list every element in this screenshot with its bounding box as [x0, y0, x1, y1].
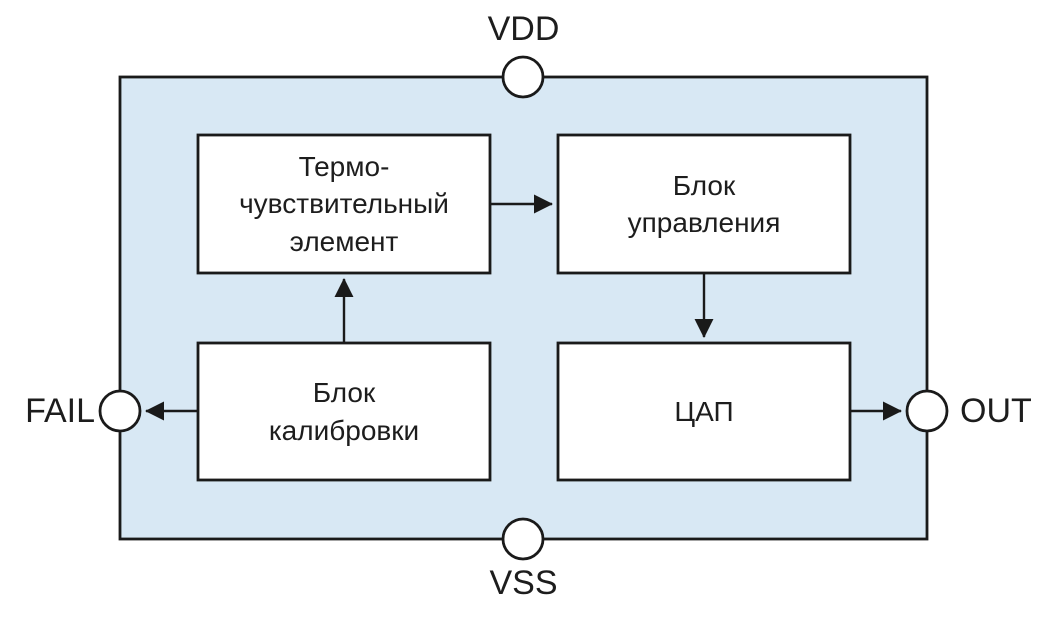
pin-fail-circle: [98, 389, 142, 433]
pin-out-circle: [905, 389, 949, 433]
pin-vdd-circle: [501, 55, 545, 99]
pin-vss-circle: [501, 517, 545, 561]
block-thermo-element: [196, 133, 492, 275]
block-dac: [556, 341, 852, 482]
block-control-unit: [556, 133, 852, 275]
block-calibration-unit: [196, 341, 492, 482]
